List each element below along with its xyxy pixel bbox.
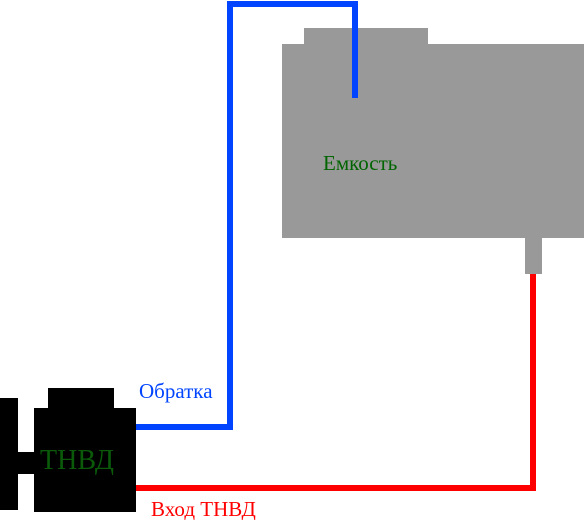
- tank-body: [282, 44, 584, 238]
- pump: ТНВД: [0, 388, 136, 512]
- supply-line-label: Вход ТНВД: [151, 497, 256, 520]
- supply-line: [136, 274, 536, 491]
- tank-cap: [304, 28, 428, 46]
- tank-outlet: [525, 237, 542, 274]
- return-line: [136, 1, 358, 430]
- pump-body: [34, 408, 136, 512]
- pump-top: [48, 388, 114, 410]
- pump-label: ТНВД: [40, 445, 114, 476]
- pump-shaft: [0, 398, 18, 510]
- return-line-label: Обратка: [139, 379, 213, 403]
- pump-coupling: [16, 452, 36, 474]
- tank-label: Емкость: [323, 151, 397, 175]
- tank: Емкость: [282, 28, 584, 274]
